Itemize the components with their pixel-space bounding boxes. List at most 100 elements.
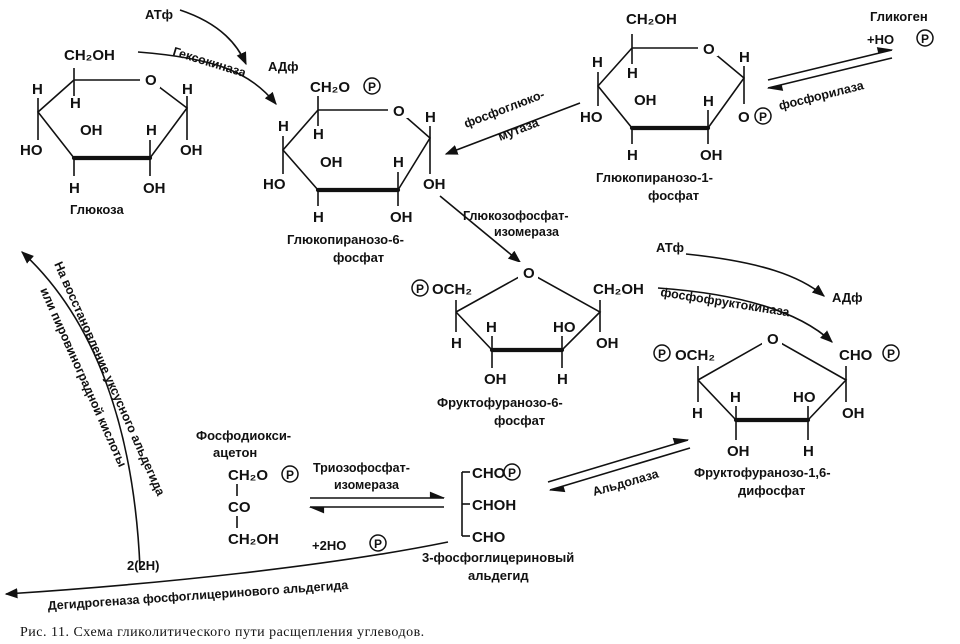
phosphorylase-step: Гликоген +HO P фосфорилаза xyxy=(766,9,934,113)
dhap-co: CO xyxy=(228,499,251,516)
dhap-label-1: Фосфодиокси- xyxy=(196,428,291,443)
glucose-ch2oh: CH₂OH xyxy=(64,47,115,64)
f6p-ho-c3: HO xyxy=(553,319,576,336)
gap-cho-1: CHO xyxy=(472,465,506,482)
g1p-h-c5: H xyxy=(592,54,603,71)
tpi-label-1: Триозофосфат- xyxy=(313,461,410,475)
f6p-oh-c4: OH xyxy=(484,371,507,388)
glucose-h-c1: H xyxy=(182,81,193,98)
f6p-ch2oh: CH₂OH xyxy=(593,281,644,298)
g1p-ring-o: O xyxy=(703,41,715,58)
g6p-h-c2: H xyxy=(393,154,404,171)
f6p-h-c5: H xyxy=(451,335,462,352)
f6p-label-1: Фруктофуранозо-6- xyxy=(437,395,563,410)
dhap-phosphate: P xyxy=(286,468,294,482)
plus-2hop: +2HO xyxy=(312,538,346,553)
g6p-ring-o: O xyxy=(393,103,405,120)
g1p-h-c1: H xyxy=(739,49,750,66)
fructose-6-phosphate-structure: P OCH₂ O CH₂OH H H HO OH OH H Фруктофура… xyxy=(411,262,644,428)
f6p-och2: OCH₂ xyxy=(432,281,472,298)
side-note-line-1: На восстановление уксусного альдегида xyxy=(51,260,168,499)
tpi-label-2: изомераза xyxy=(334,478,400,492)
g6p-ch2o: CH₂O xyxy=(310,79,350,96)
g1p-phosphate: P xyxy=(759,110,767,124)
f16bp-oh-c2: OH xyxy=(842,405,865,422)
glucose-ho-c4: HO xyxy=(20,142,43,159)
glucose-1-phosphate-structure: CH₂OH O H H H HO OH H O P H OH Глюкопира… xyxy=(580,11,772,203)
g6p-h-c4: H xyxy=(313,126,324,143)
f16bp-ring-o: O xyxy=(767,331,779,348)
dhap-ch2oh: CH₂OH xyxy=(228,531,279,548)
g6p-h-c5: H xyxy=(278,118,289,135)
f16bp-h-c4: H xyxy=(730,389,741,406)
aldolase-label: Альдолаза xyxy=(591,466,661,498)
f6p-h-c3: H xyxy=(557,371,568,388)
glucose-label: Глюкоза xyxy=(70,202,124,217)
f16bp-och2: OCH₂ xyxy=(675,347,715,364)
g6p-label-1: Глюкопиранозо-6- xyxy=(287,232,404,247)
g1p-o-c1: O xyxy=(738,109,750,126)
g1p-h-c4: H xyxy=(627,65,638,82)
dhap-label-2: ацетон xyxy=(213,445,257,460)
phosphoglucomutase-step: фосфоглюко- мутаза xyxy=(444,87,581,155)
g6p-oh-c3: OH xyxy=(320,154,343,171)
glucose-oh-c1: OH xyxy=(180,142,203,159)
glucose-oh-c2: OH xyxy=(143,180,166,197)
aldolase-step: Альдолаза xyxy=(547,437,691,499)
f6p-ring-o: O xyxy=(523,265,535,282)
gap-phosphate: P xyxy=(508,466,516,480)
isomerase-label-2: изомераза xyxy=(494,225,560,239)
phosphofructokinase-label: фосфофруктокиназа xyxy=(660,285,792,319)
two-2h: 2(2H) xyxy=(127,558,160,573)
g6p-label-2: фосфат xyxy=(333,250,384,265)
gapdh-step: Дегидрогеназа фосфоглицеринового альдеги… xyxy=(4,534,449,613)
g6p-oh-c1: OH xyxy=(423,176,446,193)
f16bp-h-c5: H xyxy=(692,405,703,422)
g1p-label-1: Глюкопиранозо-1- xyxy=(596,170,713,185)
g6p-h-c1: H xyxy=(425,109,436,126)
g1p-label-2: фосфат xyxy=(648,188,699,203)
hexokinase-label: Гексокиназа xyxy=(171,44,248,80)
triose-phosphate-isomerase-step: Триозофосфат- изомераза xyxy=(308,461,446,514)
adp-1: АДф xyxy=(268,59,299,74)
g6p-h-c3: H xyxy=(313,209,324,226)
glycogen-phosphate: P xyxy=(921,32,929,46)
glycogen-plus-hop: +HO xyxy=(867,32,894,47)
g1p-ho-c4: HO xyxy=(580,109,603,126)
reduction-branch: На восстановление уксусного альдегида ил… xyxy=(21,251,168,569)
glucose-h-c5: H xyxy=(32,81,43,98)
glucose-oh-c3: OH xyxy=(80,122,103,139)
f6p-h-c4: H xyxy=(486,319,497,336)
glucose-h-c3: H xyxy=(69,180,80,197)
g1p-h-c3: H xyxy=(627,147,638,164)
gap-label-1: 3-фосфоглицериновый xyxy=(422,550,574,565)
g6p-phosphate: P xyxy=(368,80,376,94)
g6p-oh-c2: OH xyxy=(390,209,413,226)
f6p-phosphate: P xyxy=(416,282,424,296)
atp-2: АТф xyxy=(656,240,684,255)
glyceraldehyde-3-phosphate-structure: CHO P CHOH CHO 3-фосфоглицериновый альде… xyxy=(422,463,574,583)
f16bp-h-c3: H xyxy=(803,443,814,460)
isomerase-step: Глюкозофосфат- изомераза xyxy=(439,195,569,263)
phosphofructokinase-step: АТф АДф фосфофруктокиназа xyxy=(656,240,863,343)
g1p-oh-c2: OH xyxy=(700,147,723,164)
glycogen-label: Гликоген xyxy=(870,9,928,24)
gap-label-2: альдегид xyxy=(468,568,529,583)
g1p-h-c2: H xyxy=(703,93,714,110)
dihydroxyacetone-phosphate-structure: Фосфодиокси- ацетон CH₂O P CO CH₂OH xyxy=(196,428,299,548)
f16bp-phosphate-6: P xyxy=(658,347,666,361)
f6p-label-2: фосфат xyxy=(494,413,545,428)
glucose-6-phosphate-structure: CH₂O P O H H H HO OH H OH H OH Глюкопира… xyxy=(263,77,446,265)
figure-caption: Рис. 11. Схема гликолитического пути рас… xyxy=(20,625,425,640)
gapdh-phosphate: P xyxy=(374,537,382,551)
glucose-h-c4: H xyxy=(70,95,81,112)
g1p-ch2oh: CH₂OH xyxy=(626,11,677,28)
glucose-structure: CH₂OH O H H H HO OH H OH H OH Глюкоза xyxy=(20,47,203,217)
gap-cho-2: CHO xyxy=(472,529,506,546)
g1p-oh-c3: OH xyxy=(634,92,657,109)
f16bp-label-1: Фруктофуранозо-1,6- xyxy=(694,465,831,480)
adp-2: АДф xyxy=(832,290,863,305)
glucose-ring-o: O xyxy=(145,72,157,89)
g6p-ho-c4: HO xyxy=(263,176,286,193)
